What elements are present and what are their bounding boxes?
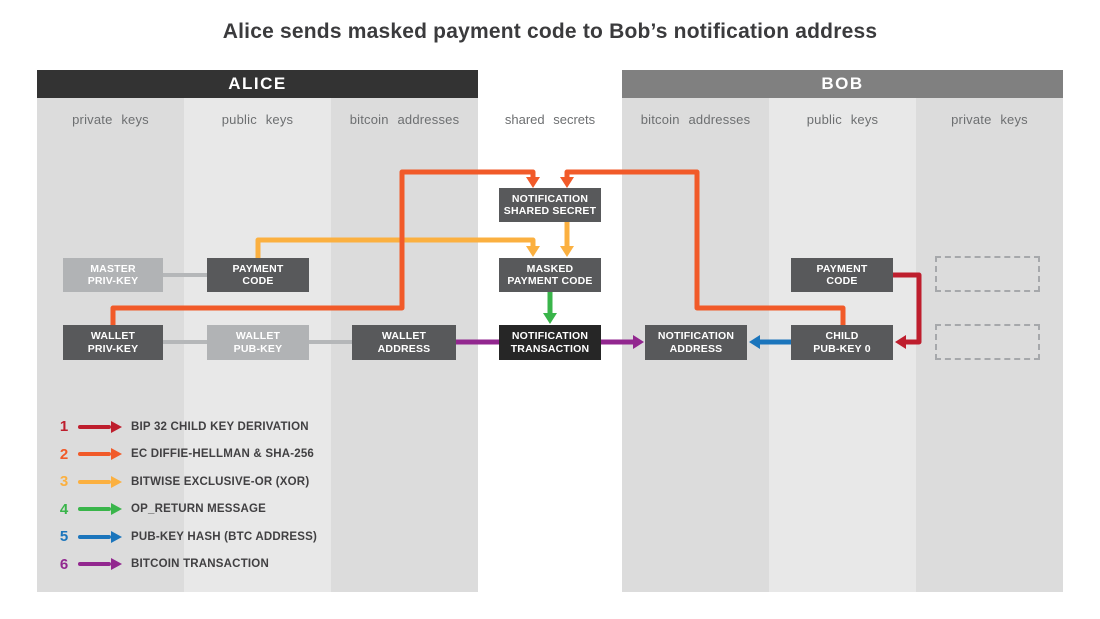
arrow-ecdh-from-child-pub-key bbox=[564, 169, 846, 325]
arrow-icon bbox=[78, 448, 122, 460]
legend-number: 5 bbox=[59, 528, 69, 545]
node-label: NOTIFICATION bbox=[511, 330, 589, 342]
legend-number: 2 bbox=[59, 445, 69, 463]
legend-item-xor: 3 BITWISE EXCLUSIVE-OR (XOR) bbox=[56, 473, 317, 490]
node-masked-payment-code: MASKED PAYMENT CODE bbox=[499, 258, 601, 292]
legend-item-ecdh: 2 EC DIFFIE-HELLMAN & SHA-256 bbox=[56, 445, 317, 463]
node-notification-shared-secret: NOTIFICATION SHARED SECRET bbox=[499, 188, 601, 222]
node-label: MASKED bbox=[526, 262, 574, 275]
arrowhead-xor-right bbox=[560, 246, 574, 257]
arrow-bip32-derivation bbox=[893, 272, 922, 345]
node-label: PUB-KEY bbox=[233, 342, 283, 355]
node-label: WALLET bbox=[235, 330, 281, 342]
arrowhead-ecdh-right bbox=[560, 177, 574, 188]
legend-label: BITWISE EXCLUSIVE-OR (XOR) bbox=[131, 475, 310, 488]
node-master-priv-key: MASTER PRIV-KEY bbox=[63, 258, 163, 292]
node-label: CODE bbox=[826, 275, 858, 287]
arrow-icon bbox=[78, 420, 122, 433]
arrow-icon bbox=[78, 558, 122, 570]
panel-bob-header: BOB bbox=[622, 70, 1063, 98]
node-payment-code-alice: PAYMENT CODE bbox=[207, 258, 309, 292]
legend-number: 4 bbox=[59, 500, 69, 518]
node-placeholder-bottom bbox=[935, 324, 1040, 360]
panel-alice-header: ALICE bbox=[37, 70, 478, 98]
arrowhead-xor-left bbox=[526, 246, 540, 257]
legend-number: 1 bbox=[59, 418, 69, 435]
column-shared-secrets: shared secrets bbox=[504, 112, 596, 127]
legend-item-pubkey-hash: 5 PUB-KEY HASH (BTC ADDRESS) bbox=[56, 528, 318, 545]
legend-label: EC DIFFIE-HELLMAN & SHA-256 bbox=[131, 448, 315, 460]
legend-item-bitcoin-tx: 6 BITCOIN TRANSACTION bbox=[56, 555, 317, 573]
legend-label: BITCOIN TRANSACTION bbox=[131, 558, 269, 570]
arrow-ecdh-from-wallet-priv-key bbox=[110, 169, 536, 325]
diagram-title: Alice sends masked payment code to Bob’s… bbox=[222, 20, 878, 43]
arrowhead-pubkey-hash bbox=[749, 335, 760, 349]
column-label: private keys bbox=[951, 112, 1028, 127]
legend-number: 3 bbox=[59, 473, 69, 490]
node-wallet-address: WALLET ADDRESS bbox=[352, 325, 456, 360]
column-label: public keys bbox=[221, 112, 294, 127]
arrow-icon bbox=[78, 530, 122, 543]
node-notification-address: NOTIFICATION ADDRESS bbox=[645, 325, 747, 360]
node-label: PAYMENT bbox=[816, 262, 868, 275]
node-label: PAYMENT bbox=[232, 262, 284, 275]
legend-item-bip32: 1 BIP 32 CHILD KEY DERIVATION bbox=[56, 418, 317, 435]
column-label: private keys bbox=[72, 112, 149, 127]
node-wallet-priv-key: WALLET PRIV-KEY bbox=[63, 325, 163, 360]
node-label: SHARED SECRET bbox=[503, 205, 597, 217]
node-wallet-pub-key: WALLET PUB-KEY bbox=[207, 325, 309, 360]
arrowhead-op-return bbox=[543, 313, 557, 324]
node-placeholder-top bbox=[935, 256, 1040, 292]
legend-label: PUB-KEY HASH (BTC ADDRESS) bbox=[131, 530, 318, 543]
arrowhead-ecdh-left bbox=[526, 177, 540, 188]
arrow-icon bbox=[78, 475, 122, 488]
column-label: public keys bbox=[806, 112, 879, 127]
node-notification-transaction: NOTIFICATION TRANSACTION bbox=[499, 325, 601, 360]
node-label: CODE bbox=[242, 275, 274, 287]
node-child-pub-key-0: CHILD PUB-KEY 0 bbox=[791, 325, 893, 360]
node-payment-code-bob: PAYMENT CODE bbox=[791, 258, 893, 292]
legend-label: BIP 32 CHILD KEY DERIVATION bbox=[131, 420, 309, 433]
arrow-xor-from-payment-code bbox=[255, 237, 536, 258]
legend: 1 BIP 32 CHILD KEY DERIVATION 2 EC DIFFI… bbox=[56, 418, 318, 573]
column-label: bitcoin addresses bbox=[640, 112, 751, 127]
legend-number: 6 bbox=[59, 555, 69, 573]
node-label: ADDRESS bbox=[377, 342, 431, 355]
legend-label: OP_RETURN MESSAGE bbox=[131, 503, 267, 515]
arrowhead-tx bbox=[633, 335, 644, 349]
node-label: PAYMENT CODE bbox=[507, 275, 593, 287]
node-label: WALLET bbox=[381, 330, 427, 342]
node-label: PUB-KEY 0 bbox=[813, 342, 871, 355]
column-label: bitcoin addresses bbox=[349, 112, 460, 127]
node-label: NOTIFICATION bbox=[511, 192, 589, 205]
node-label: PRIV-KEY bbox=[87, 275, 139, 287]
node-label: CHILD bbox=[825, 330, 859, 342]
node-label: TRANSACTION bbox=[510, 342, 590, 355]
node-label: WALLET bbox=[90, 330, 136, 342]
node-label: NOTIFICATION bbox=[657, 330, 735, 342]
node-label: MASTER bbox=[90, 262, 136, 275]
node-label: PRIV-KEY bbox=[87, 342, 139, 355]
node-label: ADDRESS bbox=[669, 342, 723, 355]
arrow-icon bbox=[78, 503, 122, 515]
arrowhead-bip32 bbox=[895, 335, 906, 349]
legend-item-op-return: 4 OP_RETURN MESSAGE bbox=[56, 500, 317, 518]
